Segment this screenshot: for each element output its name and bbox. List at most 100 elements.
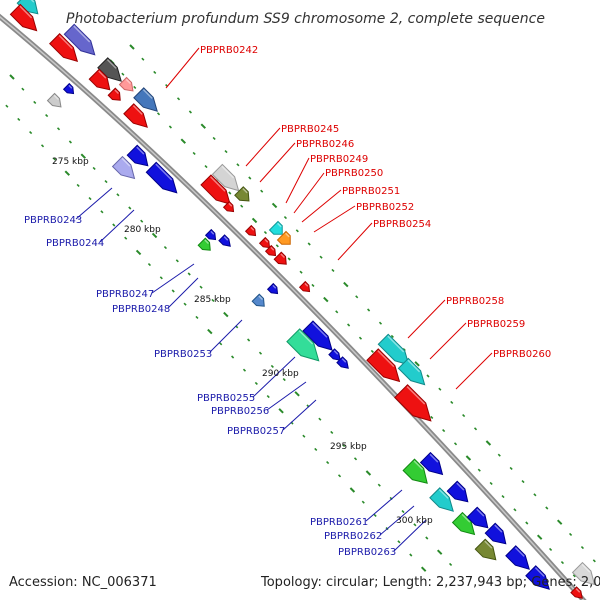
tick-mark-114	[129, 44, 135, 50]
tick-mark-73	[420, 566, 427, 572]
gene-orange-0251[interactable]	[276, 230, 295, 249]
gene-lightgray-end[interactable]	[571, 561, 600, 590]
gene-label-pbprb0244[interactable]: PBPRB0244	[46, 238, 104, 249]
gene-top-red-2[interactable]	[49, 33, 83, 67]
gene-blue-0257b[interactable]	[336, 356, 351, 371]
tick-mark-9	[116, 193, 120, 197]
gene-top-pink[interactable]	[118, 76, 137, 95]
gene-blue-0247[interactable]	[218, 234, 233, 249]
gene-blue-0256[interactable]	[302, 320, 337, 355]
gene-cyan-0262[interactable]	[429, 487, 458, 516]
tick-mark-20	[247, 338, 251, 342]
gene-red-0260[interactable]	[394, 384, 437, 427]
gene-red-0242a[interactable]	[88, 68, 114, 94]
gene-label-pbprb0262[interactable]: PBPRB0262	[324, 531, 382, 542]
gene-label-pbprb0253[interactable]: PBPRB0253	[154, 349, 212, 360]
gene-lilac-0243[interactable]	[111, 155, 140, 184]
gene-red-0254[interactable]	[273, 251, 290, 268]
gene-label-pbprb0260[interactable]: PBPRB0260	[493, 349, 551, 360]
gene-blue-0263[interactable]	[466, 506, 492, 532]
gene-steel-1[interactable]	[133, 87, 162, 116]
gene-red-0252b[interactable]	[264, 244, 279, 259]
callout-line-pbprb0249	[285, 157, 310, 204]
callout-line-pbprb0244	[99, 209, 135, 243]
gene-label-pbprb0261[interactable]: PBPRB0261	[310, 517, 368, 528]
tick-mark-58	[242, 368, 247, 372]
gene-mint-0255[interactable]	[286, 328, 325, 367]
gene-green-0247[interactable]	[197, 237, 214, 254]
gene-red-0249[interactable]	[244, 224, 259, 239]
gene-label-pbprb0251[interactable]: PBPRB0251	[342, 186, 400, 197]
gene-label-pbprb0242[interactable]: PBPRB0242	[200, 45, 258, 56]
gene-label-pbprb0258[interactable]: PBPRB0258	[446, 296, 504, 307]
gene-label-pbprb0247[interactable]: PBPRB0247	[96, 289, 154, 300]
callout-line-pbprb0258	[407, 299, 446, 339]
tick-mark-37	[448, 562, 453, 566]
gene-steel-0253[interactable]	[251, 293, 268, 310]
tick-mark-147	[521, 480, 525, 484]
gene-green-0261[interactable]	[402, 458, 433, 489]
tick-mark-107	[501, 495, 505, 499]
tick-mark-68	[361, 500, 365, 504]
tick-mark-21	[258, 351, 263, 355]
tick-mark-11	[140, 219, 144, 223]
tick-mark-101	[430, 415, 434, 419]
callout-line-pbprb0262	[379, 505, 415, 536]
tick-mark-14	[175, 259, 179, 263]
gene-blue-0253b[interactable]	[266, 282, 281, 297]
tick-mark-42	[52, 157, 56, 161]
gene-olive-0263[interactable]	[474, 538, 500, 564]
gene-lightgray-1[interactable]	[46, 92, 65, 111]
gene-red-0252[interactable]	[258, 236, 273, 251]
tick-mark-128	[295, 229, 299, 233]
gene-blue-0243[interactable]	[126, 144, 152, 170]
gene-cyan-0259[interactable]	[377, 333, 413, 369]
gene-label-pbprb0256[interactable]: PBPRB0256	[211, 406, 269, 417]
gene-red-0258[interactable]	[366, 348, 405, 387]
gene-label-pbprb0252[interactable]: PBPRB0252	[356, 202, 414, 213]
gene-blue-0262[interactable]	[446, 480, 472, 506]
gene-blue-0244[interactable]	[145, 161, 181, 197]
gene-label-pbprb0248[interactable]: PBPRB0248	[112, 304, 170, 315]
gene-olive-0246[interactable]	[234, 186, 253, 205]
gene-label-pbprb0254[interactable]: PBPRB0254	[373, 219, 431, 230]
callout-line-pbprb0253	[209, 319, 243, 353]
tick-mark-72	[409, 553, 413, 557]
gene-red-0242b[interactable]	[107, 87, 124, 104]
gene-label-pbprb0255[interactable]: PBPRB0255	[197, 393, 255, 404]
gene-label-pbprb0243[interactable]: PBPRB0243	[24, 215, 82, 226]
gene-top-red-1[interactable]	[9, 3, 41, 35]
gene-blue-0263b[interactable]	[484, 522, 510, 548]
gene-label-pbprb0245[interactable]: PBPRB0245	[281, 124, 339, 135]
gene-blue-end-1[interactable]	[505, 545, 534, 574]
gene-top-gray[interactable]	[97, 57, 126, 86]
tick-mark-112	[560, 561, 565, 565]
gene-label-pbprb0249[interactable]: PBPRB0249	[310, 154, 368, 165]
gene-top-cyan[interactable]	[16, 0, 42, 19]
gene-blue-0248[interactable]	[204, 228, 219, 243]
gene-label-pbprb0263[interactable]: PBPRB0263	[338, 547, 396, 558]
gene-red-0246b[interactable]	[222, 200, 237, 215]
gene-blue-0261[interactable]	[419, 451, 448, 480]
gene-lightgray-0246[interactable]	[211, 163, 243, 195]
tick-label-280: 280 kbp	[124, 225, 161, 235]
gene-red-0245[interactable]	[200, 174, 235, 209]
tick-mark-60	[266, 395, 270, 399]
gene-label-pbprb0246[interactable]: PBPRB0246	[296, 139, 354, 150]
gene-top-purple[interactable]	[63, 23, 99, 59]
tick-mark-57	[231, 355, 235, 359]
gene-red-0242c[interactable]	[123, 103, 152, 132]
gene-cyan-0250[interactable]	[268, 220, 287, 239]
tick-mark-67	[349, 487, 356, 493]
callout-line-pbprb0259	[429, 322, 467, 360]
gene-red-end[interactable]	[570, 586, 585, 600]
gene-label-pbprb0257[interactable]: PBPRB0257	[227, 426, 285, 437]
gene-blue-0257a[interactable]	[328, 348, 343, 363]
gene-label-pbprb0250[interactable]: PBPRB0250	[325, 168, 383, 179]
gene-label-pbprb0259[interactable]: PBPRB0259	[467, 319, 525, 330]
gene-red-small[interactable]	[298, 280, 313, 295]
gene-small-blue-1[interactable]	[62, 82, 77, 97]
gene-cyan-0259b[interactable]	[397, 357, 429, 389]
gene-blue-end-2[interactable]	[525, 565, 554, 594]
